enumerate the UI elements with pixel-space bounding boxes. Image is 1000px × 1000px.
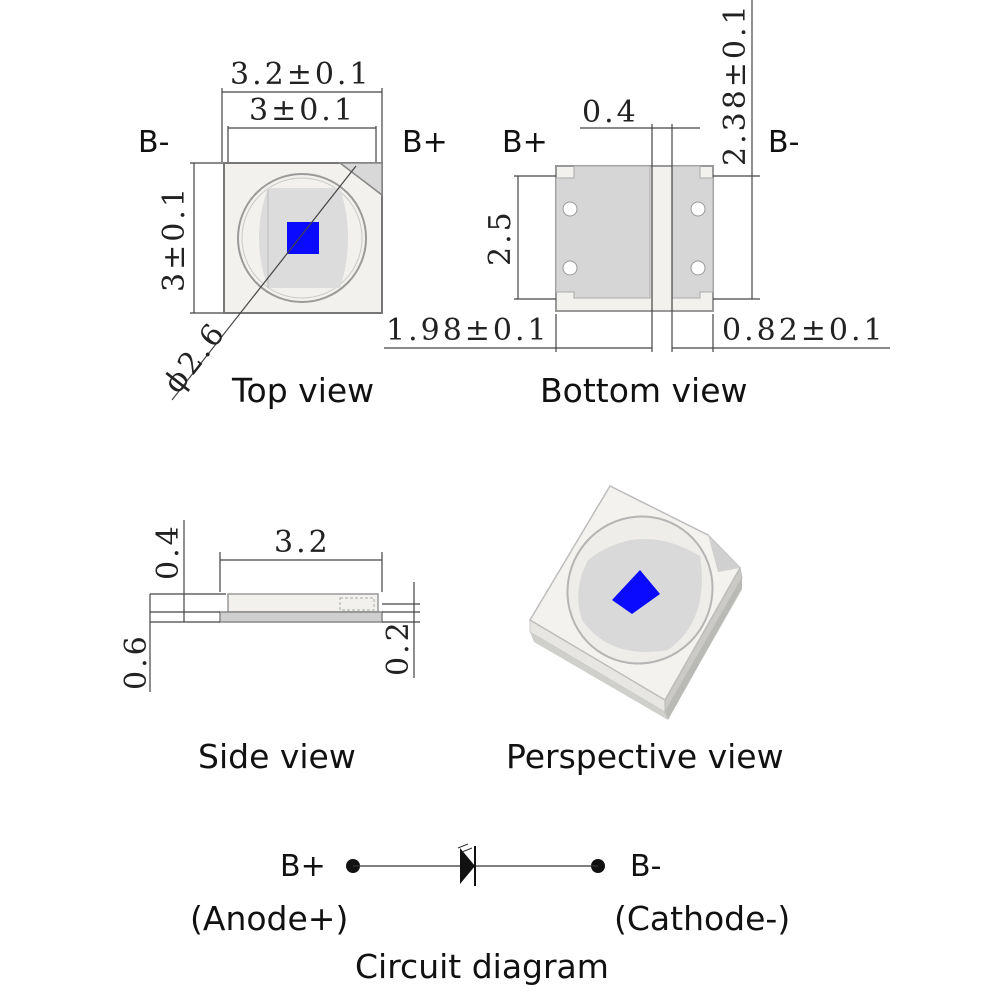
bottom-dim-total-height: 2.38±0.1	[718, 2, 753, 166]
anode-pad	[555, 165, 651, 299]
circuit-right-pin: B-	[630, 849, 661, 884]
bottom-view-caption: Bottom view	[540, 371, 748, 410]
perspective-led-chip	[612, 570, 660, 614]
bottom-dim-height: 2.5	[483, 209, 518, 266]
side-dim-total: 0.6	[119, 633, 154, 690]
bottom-view: 0.4 2.5 2.38±0.1 1.98±0.1 0.82±0.1 B+ B-…	[384, 0, 890, 410]
top-view: 3.2±0.1 3±0.1 3±0.1 ϕ2.6 B- B+ Top view	[138, 57, 448, 410]
top-dim-diameter: ϕ2.6	[157, 315, 234, 400]
bottom-pin-left: B+	[502, 125, 548, 160]
bottom-dim-right-pad: 0.82±0.1	[722, 313, 886, 348]
perspective-view: Perspective view	[506, 485, 784, 776]
circuit-anode-note: (Anode+)	[190, 899, 348, 938]
diode-symbol	[460, 848, 475, 884]
side-dim-base: 0.2	[381, 619, 416, 676]
top-view-caption: Top view	[231, 371, 374, 410]
bottom-dim-gap: 0.4	[582, 95, 639, 130]
cathode-pad	[671, 165, 714, 299]
top-dim-height: 3±0.1	[157, 185, 192, 292]
side-view: 3.2 0.4 0.6 0.2 Side view	[119, 520, 420, 776]
led-chip	[287, 222, 319, 254]
circuit-diagram: B+ B- (Anode+) (Cathode-) Circuit diagra…	[190, 843, 790, 986]
side-base	[219, 611, 383, 623]
circuit-cathode-note: (Cathode-)	[614, 899, 790, 938]
perspective-view-caption: Perspective view	[506, 737, 784, 776]
top-pin-right: B+	[402, 125, 448, 160]
side-view-caption: Side view	[198, 737, 356, 776]
bottom-pin-right: B-	[768, 125, 799, 160]
side-dim-width: 3.2	[274, 525, 331, 560]
diameter-leader	[171, 165, 357, 401]
polarity-notch	[337, 162, 383, 197]
top-dim-outer-width: 3.2±0.1	[230, 57, 372, 92]
bottom-dim-left-pad: 1.98±0.1	[386, 313, 550, 348]
circuit-caption: Circuit diagram	[355, 947, 609, 986]
side-dim-lens: 0.4	[151, 523, 186, 580]
circuit-left-pin: B+	[280, 849, 326, 884]
side-lens-body	[227, 593, 379, 613]
top-pin-left: B-	[138, 125, 169, 160]
top-dim-inner-width: 3±0.1	[249, 93, 356, 128]
